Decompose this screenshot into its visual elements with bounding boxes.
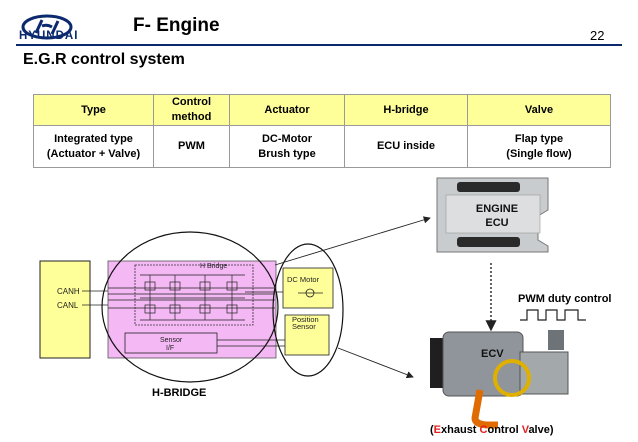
- cell-actuator-line1: DC-Motor: [261, 132, 313, 145]
- logo-text: HYUNDAI: [19, 30, 79, 42]
- ecv-caption-c: C: [479, 424, 488, 436]
- table-header-row: Type Control method Actuator H-bridge Va…: [33, 94, 611, 126]
- pwm-duty-label: PWM duty control: [518, 293, 612, 305]
- ecv-caption-alve: alve): [528, 424, 554, 436]
- ecv-caption: (Exhaust Control Valve): [430, 424, 554, 436]
- ecv-caption-xhaust: xhaust: [441, 424, 480, 436]
- sensor-if-block: [124, 332, 218, 354]
- hbridge-caption: H-BRIDGE: [152, 387, 207, 399]
- actuator-ellipse: [272, 243, 344, 377]
- svg-text:Sensor: Sensor: [160, 337, 183, 344]
- cell-type-line1: Integrated type: [54, 132, 133, 145]
- col-header-actuator: Actuator: [229, 94, 345, 126]
- svg-text:Sensor: Sensor: [292, 322, 316, 331]
- position-sensor-block: [284, 314, 330, 356]
- cell-actuator-line2: Brush type: [258, 147, 316, 160]
- col-header-control-method-text: Control method: [171, 96, 212, 123]
- slide-title: F- Engine: [133, 15, 220, 36]
- cell-valve-line2: (Single flow): [506, 147, 572, 160]
- ecv-caption-v: V: [521, 424, 529, 436]
- cell-valve: Flap type (Single flow): [467, 125, 611, 168]
- hbridge-ellipse: [101, 231, 279, 383]
- cell-control-method: PWM: [153, 125, 230, 168]
- dc-motor-block: [282, 267, 334, 309]
- engine-ecu-line1: ENGINE: [475, 203, 519, 215]
- cell-h-bridge: ECU inside: [344, 125, 468, 168]
- hyundai-logo: [21, 14, 73, 40]
- svg-text:I/F: I/F: [166, 345, 174, 352]
- col-header-control-method: Control method: [153, 94, 230, 126]
- hbridge-block-label: H Bridge: [200, 263, 227, 270]
- col-header-h-bridge: H-bridge: [344, 94, 468, 126]
- ecv-label: ECV: [481, 348, 504, 360]
- canl-label: CANL: [57, 301, 79, 310]
- cell-actuator: DC-Motor Brush type: [229, 125, 345, 168]
- spec-table: Type Control method Actuator H-bridge Va…: [33, 94, 611, 168]
- cell-type-line2: (Actuator + Valve): [46, 147, 141, 160]
- cell-type: Integrated type (Actuator + Valve): [33, 125, 154, 168]
- header-rule: [16, 44, 622, 46]
- ecu-unit: [436, 177, 549, 253]
- pwm-waveform: [520, 309, 586, 321]
- col-header-type: Type: [33, 94, 154, 126]
- section-title: E.G.R control system: [23, 51, 185, 68]
- col-header-valve: Valve: [467, 94, 611, 126]
- svg-text:Position: Position: [292, 315, 319, 324]
- svg-text:DC Motor: DC Motor: [287, 275, 320, 284]
- egr-diagram: CANH CANL H Bridge Sensor I/F DC: [39, 177, 586, 429]
- table-row: Integrated type (Actuator + Valve) PWM D…: [33, 125, 611, 168]
- engine-ecu-label: ENGINE ECU: [466, 202, 528, 230]
- engine-ecu-line2: ECU: [485, 217, 509, 229]
- cell-valve-line1: Flap type: [514, 132, 564, 145]
- canh-label: CANH: [57, 287, 80, 296]
- page-number: 22: [590, 28, 605, 43]
- ecv-caption-e: E: [433, 424, 442, 436]
- ecv-valve: [430, 330, 569, 429]
- ecv-caption-open: (: [430, 424, 434, 436]
- ecv-caption-ontrol: ontrol: [487, 424, 522, 436]
- can-block: [39, 260, 91, 359]
